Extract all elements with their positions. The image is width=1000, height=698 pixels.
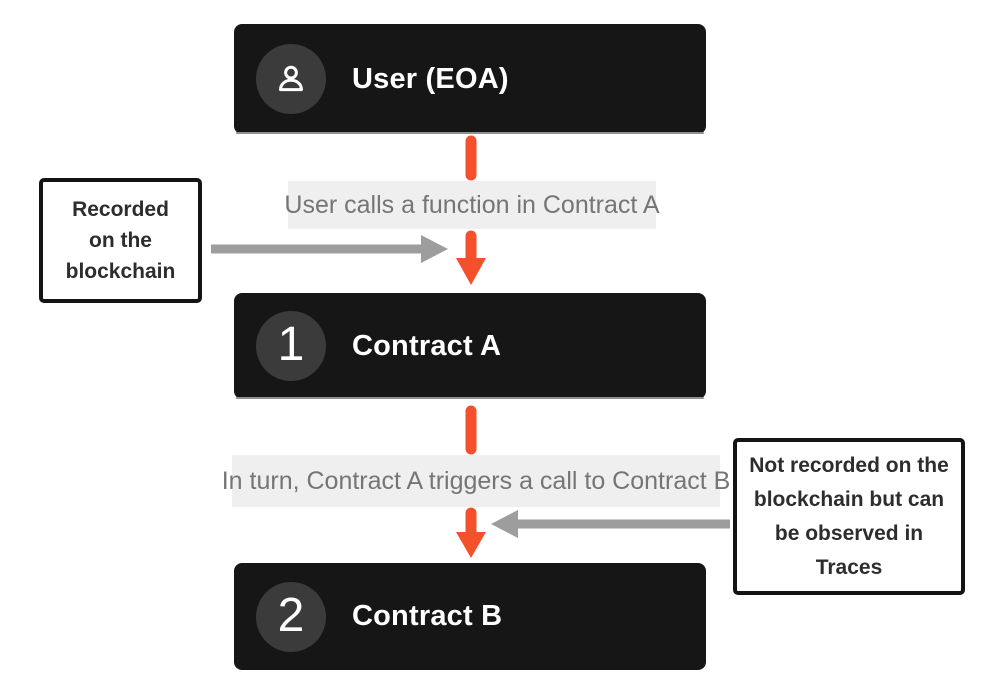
node-contract-b-label: Contract B [352,600,503,632]
contract-b-badge-number: 2 [277,588,305,642]
note-recorded-text: Recorded on the blockchain [65,198,176,283]
node-contract-b: 2 Contract B [234,563,706,670]
arrow-not-recorded-note [491,510,730,538]
node-user-label: User (EOA) [352,62,509,95]
edge-label-contract-a-triggers: In turn, Contract A triggers a call to C… [222,455,730,507]
arrow-recorded-note [211,235,448,263]
contract-a-badge: 1 [256,311,326,381]
note-not-recorded-text: Not recorded on the blockchain but can b… [749,453,949,579]
contract-a-badge-number: 1 [277,318,305,371]
node-contract-a-bottom-line [236,397,704,399]
node-contract-a-label: Contract A [352,329,502,362]
note-not-recorded-traces: Not recorded on the blockchain but can b… [733,438,965,595]
contract-b-badge: 2 [256,581,326,652]
node-contract-a: 1 Contract A [234,293,706,399]
user-badge [256,44,326,114]
edge-label-user-calls: User calls a function in Contract A [284,181,660,229]
node-user-bottom-line [236,132,704,134]
node-user-eoa: User (EOA) [234,24,706,134]
user-icon [279,65,303,92]
note-recorded-on-blockchain: Recorded on the blockchain [39,178,202,303]
